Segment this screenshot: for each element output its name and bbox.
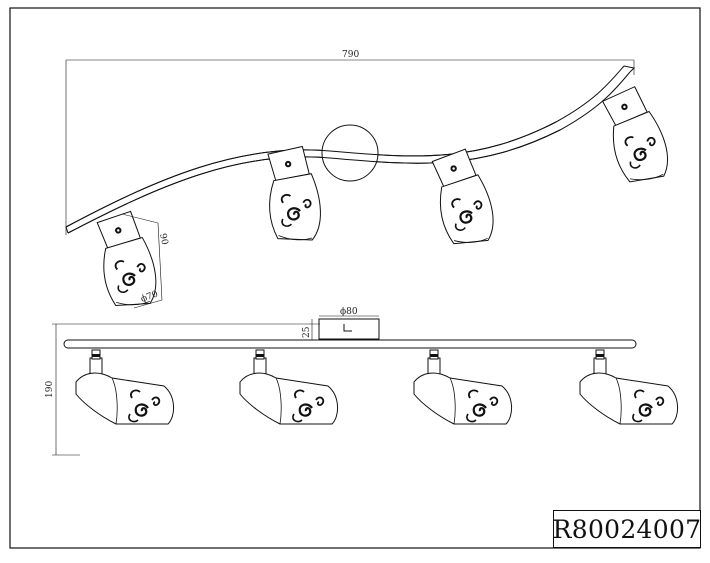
straight-track-bar: [63, 339, 637, 349]
spot-head-front-1: [76, 350, 174, 424]
canopy-depth-label: 25: [302, 326, 312, 338]
shade-height-label: 90: [157, 233, 169, 247]
spot-head-top-2: [263, 145, 323, 244]
product-code-box: R80024007: [553, 510, 701, 548]
front-view: ϕ80 25 190: [45, 307, 678, 456]
front-canopy: [318, 318, 380, 340]
spot-head-top-3: [427, 146, 499, 249]
spot-head-top-4: [598, 83, 675, 188]
canopy-diameter-label: ϕ80: [340, 307, 358, 317]
spot-head-front-2: [240, 350, 338, 424]
sheet-border: [9, 7, 701, 549]
spot-head-front-3: [414, 350, 512, 424]
top-view: 790 90 ϕ70: [65, 50, 675, 311]
width-dimension-label: 790: [342, 50, 359, 60]
spot-head-front-4: [580, 350, 678, 424]
height-dimension-label: 190: [45, 381, 55, 398]
product-code: R80024007: [552, 514, 702, 544]
